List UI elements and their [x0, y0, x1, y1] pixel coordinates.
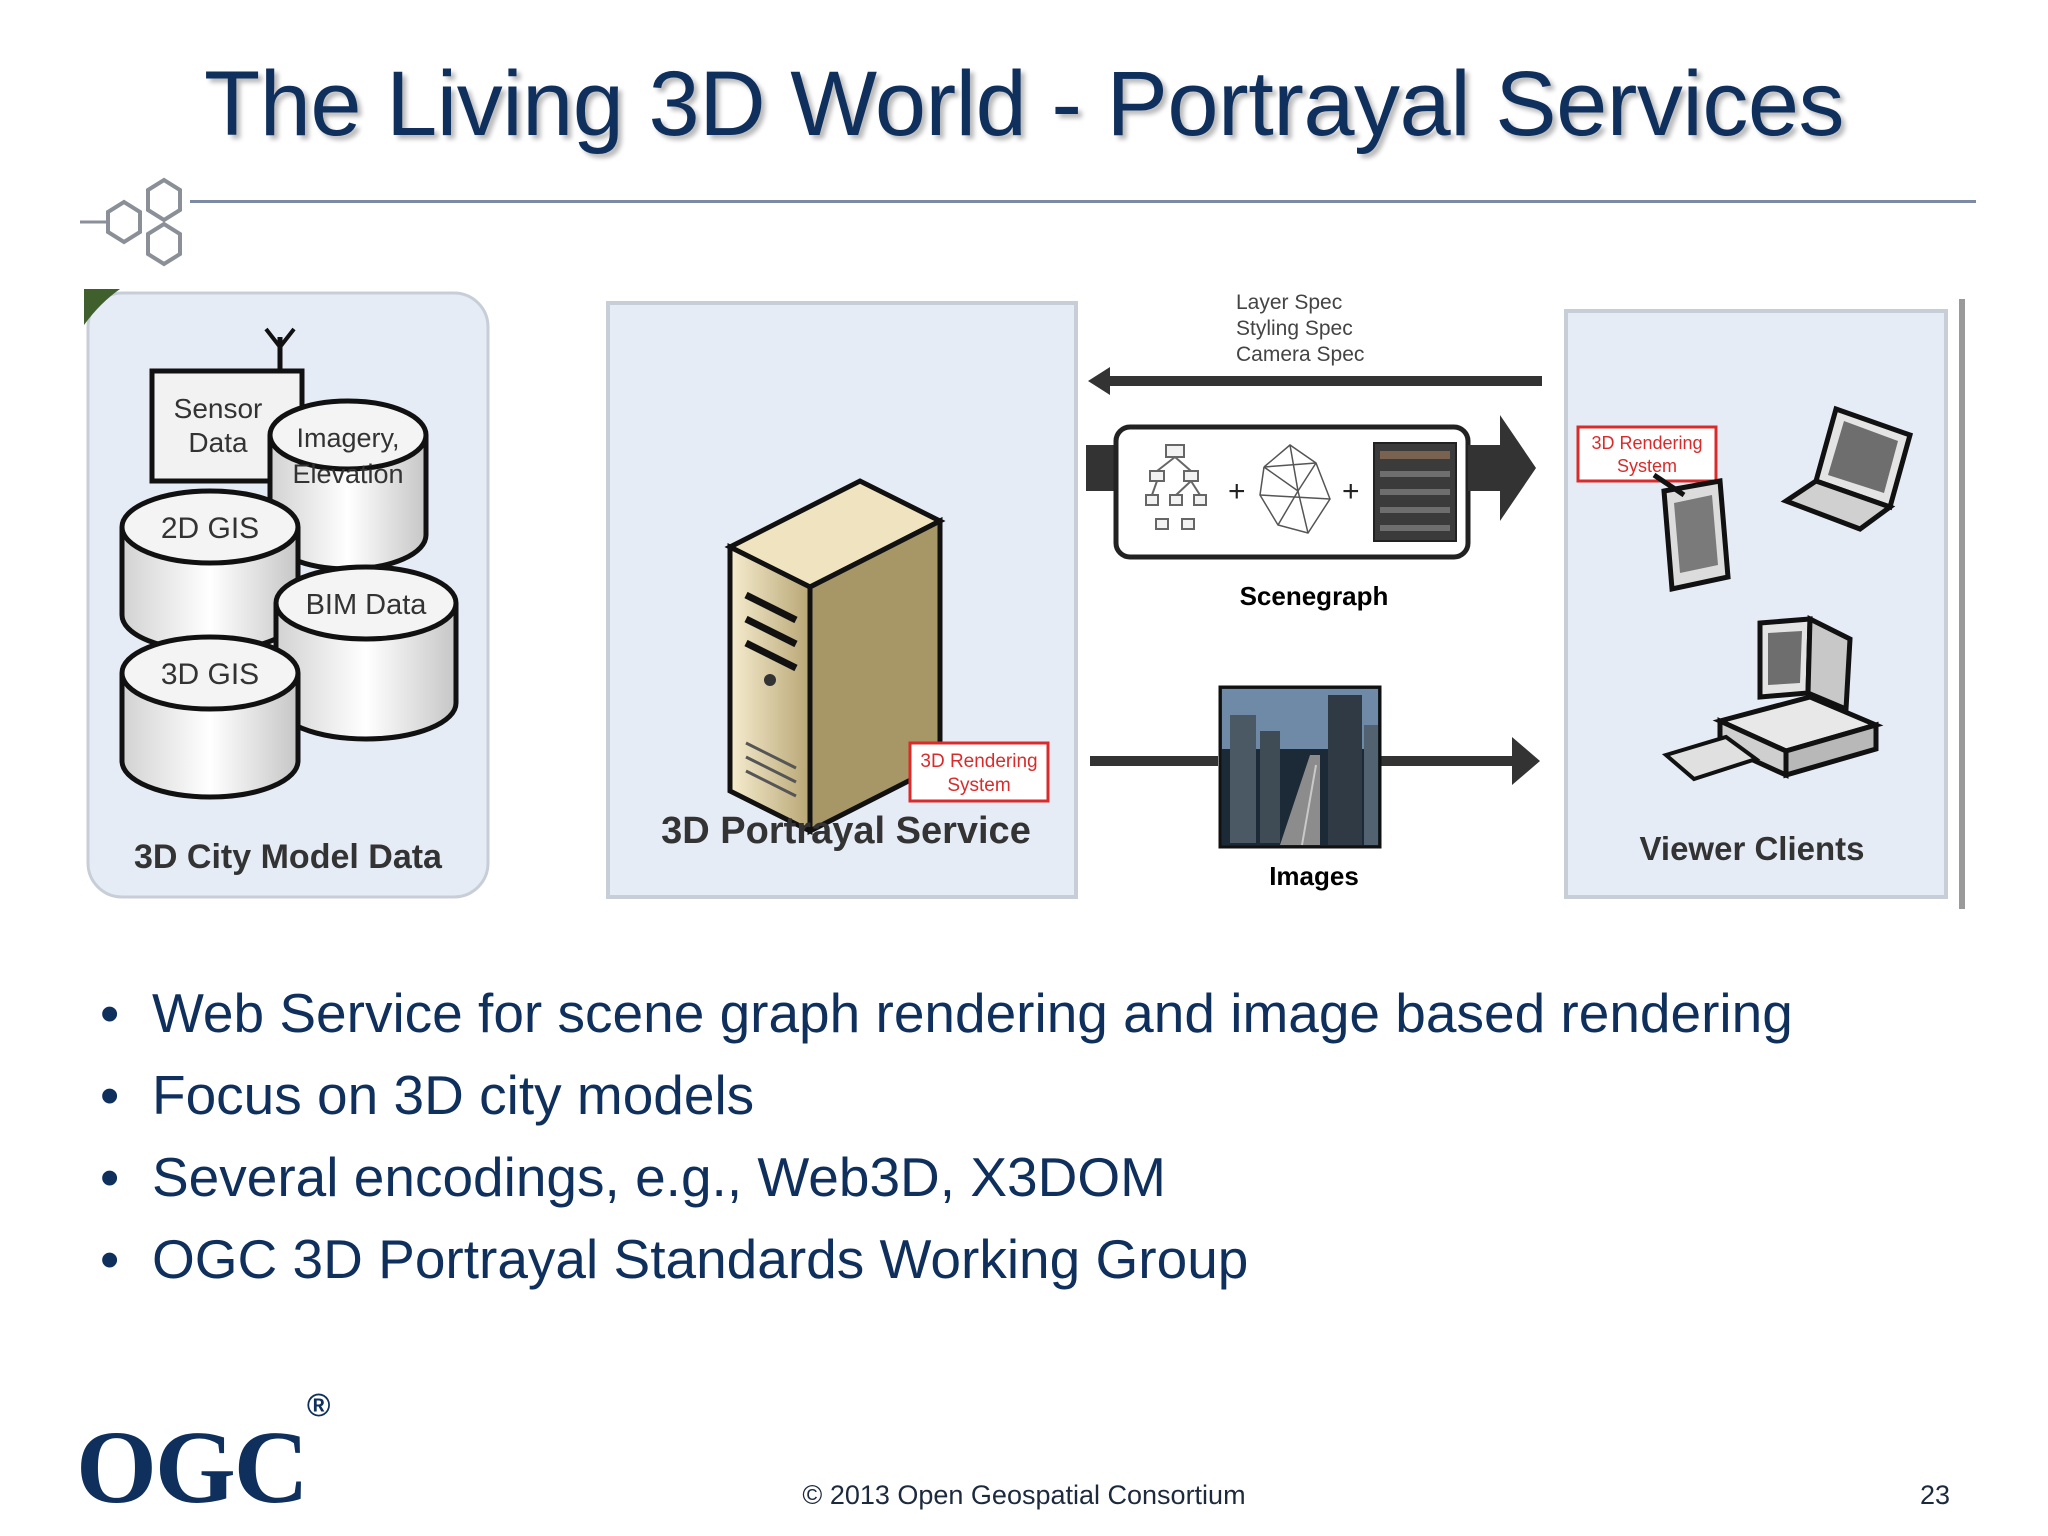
bim-label: BIM Data [306, 589, 428, 621]
bullet-dot-icon: • [100, 1228, 120, 1290]
bullet-item: •OGC 3D Portrayal Standards Working Grou… [96, 1218, 1976, 1300]
city-image-icon [1218, 685, 1382, 849]
gis-3d-cylinder-icon: 3D GIS [119, 634, 301, 800]
texture-icon [1373, 442, 1457, 542]
gis-2d-cylinder-icon: 2D GIS [119, 488, 301, 654]
page-number: 23 [1920, 1480, 1951, 1510]
bullet-item: •Web Service for scene graph rendering a… [96, 972, 1976, 1054]
mesh-icon [1259, 444, 1331, 534]
bullet-item: •Several encodings, e.g., Web3D, X3DOM [96, 1136, 1976, 1218]
request-line-2: Styling Spec [1236, 317, 1353, 340]
client-rendering-badge: 3D Rendering System [1576, 425, 1718, 483]
portrayal-diagram: Sensor Data Imagery, Elevation 2D GIS BI… [84, 289, 1965, 909]
svg-text:+: + [1342, 475, 1360, 508]
sensor-label-2: Data [188, 427, 248, 458]
gis-2d-label: 2D GIS [161, 512, 259, 545]
bullet-dot-icon: • [100, 1146, 120, 1208]
imagery-cylinder-icon: Imagery, Elevation [267, 398, 429, 572]
gis-3d-label: 3D GIS [161, 658, 259, 691]
bullet-item: •Focus on 3D city models [96, 1054, 1976, 1136]
imagery-label-1: Imagery, [296, 423, 399, 453]
client-rendering-label-1: 3D Rendering [1591, 433, 1702, 453]
slide-title: The Living 3D World - Portrayal Services [204, 53, 1845, 155]
request-line-3: Camera Spec [1236, 343, 1364, 366]
footer-copyright: © 2013 Open Geospatial Consortium [802, 1480, 1246, 1510]
tablet-icon [1652, 472, 1731, 593]
imagery-label-2: Elevation [292, 459, 403, 489]
bim-cylinder-icon: BIM Data [273, 564, 459, 742]
portrayal-service-panel: 3D Rendering System 3D Portrayal Service [606, 301, 1078, 899]
bullet-list: •Web Service for scene graph rendering a… [96, 972, 1976, 1300]
city-model-panel: Sensor Data Imagery, Elevation 2D GIS BI… [84, 289, 490, 899]
tree-icon [1145, 444, 1207, 530]
client-rendering-label-2: System [1617, 456, 1677, 476]
bullet-dot-icon: • [100, 982, 120, 1044]
viewer-clients-panel: 3D Rendering System [1564, 299, 1965, 909]
images-label: Images [1269, 861, 1359, 891]
sensor-label-1: Sensor [174, 393, 263, 424]
clients-label: Viewer Clients [1640, 830, 1865, 867]
sensor-icon: Sensor Data [149, 327, 305, 484]
service-label: 3D Portrayal Service [661, 810, 1031, 852]
service-rendering-badge: 3D Rendering System [908, 741, 1050, 803]
request-arrow: Layer Spec Styling Spec Camera Spec [1088, 291, 1542, 395]
hexagon-logo-icon [80, 177, 182, 267]
service-rendering-label-2: System [947, 775, 1010, 796]
bullet-dot-icon: • [100, 1064, 120, 1126]
svg-text:+: + [1228, 475, 1246, 508]
desktop-computer-icon [1661, 615, 1884, 782]
scenegraph-label: Scenegraph [1240, 581, 1389, 611]
ogc-logo: OGC® [76, 1387, 331, 1525]
laptop-icon [1780, 405, 1914, 532]
title-rule [190, 200, 1976, 203]
city-model-label: 3D City Model Data [134, 838, 443, 876]
server-icon [724, 478, 946, 836]
request-line-1: Layer Spec [1236, 291, 1342, 314]
images-arrow: Images [1090, 685, 1540, 891]
service-rendering-label-1: 3D Rendering [920, 751, 1037, 772]
scenegraph-arrow: + + Scenegraph [1086, 415, 1536, 611]
